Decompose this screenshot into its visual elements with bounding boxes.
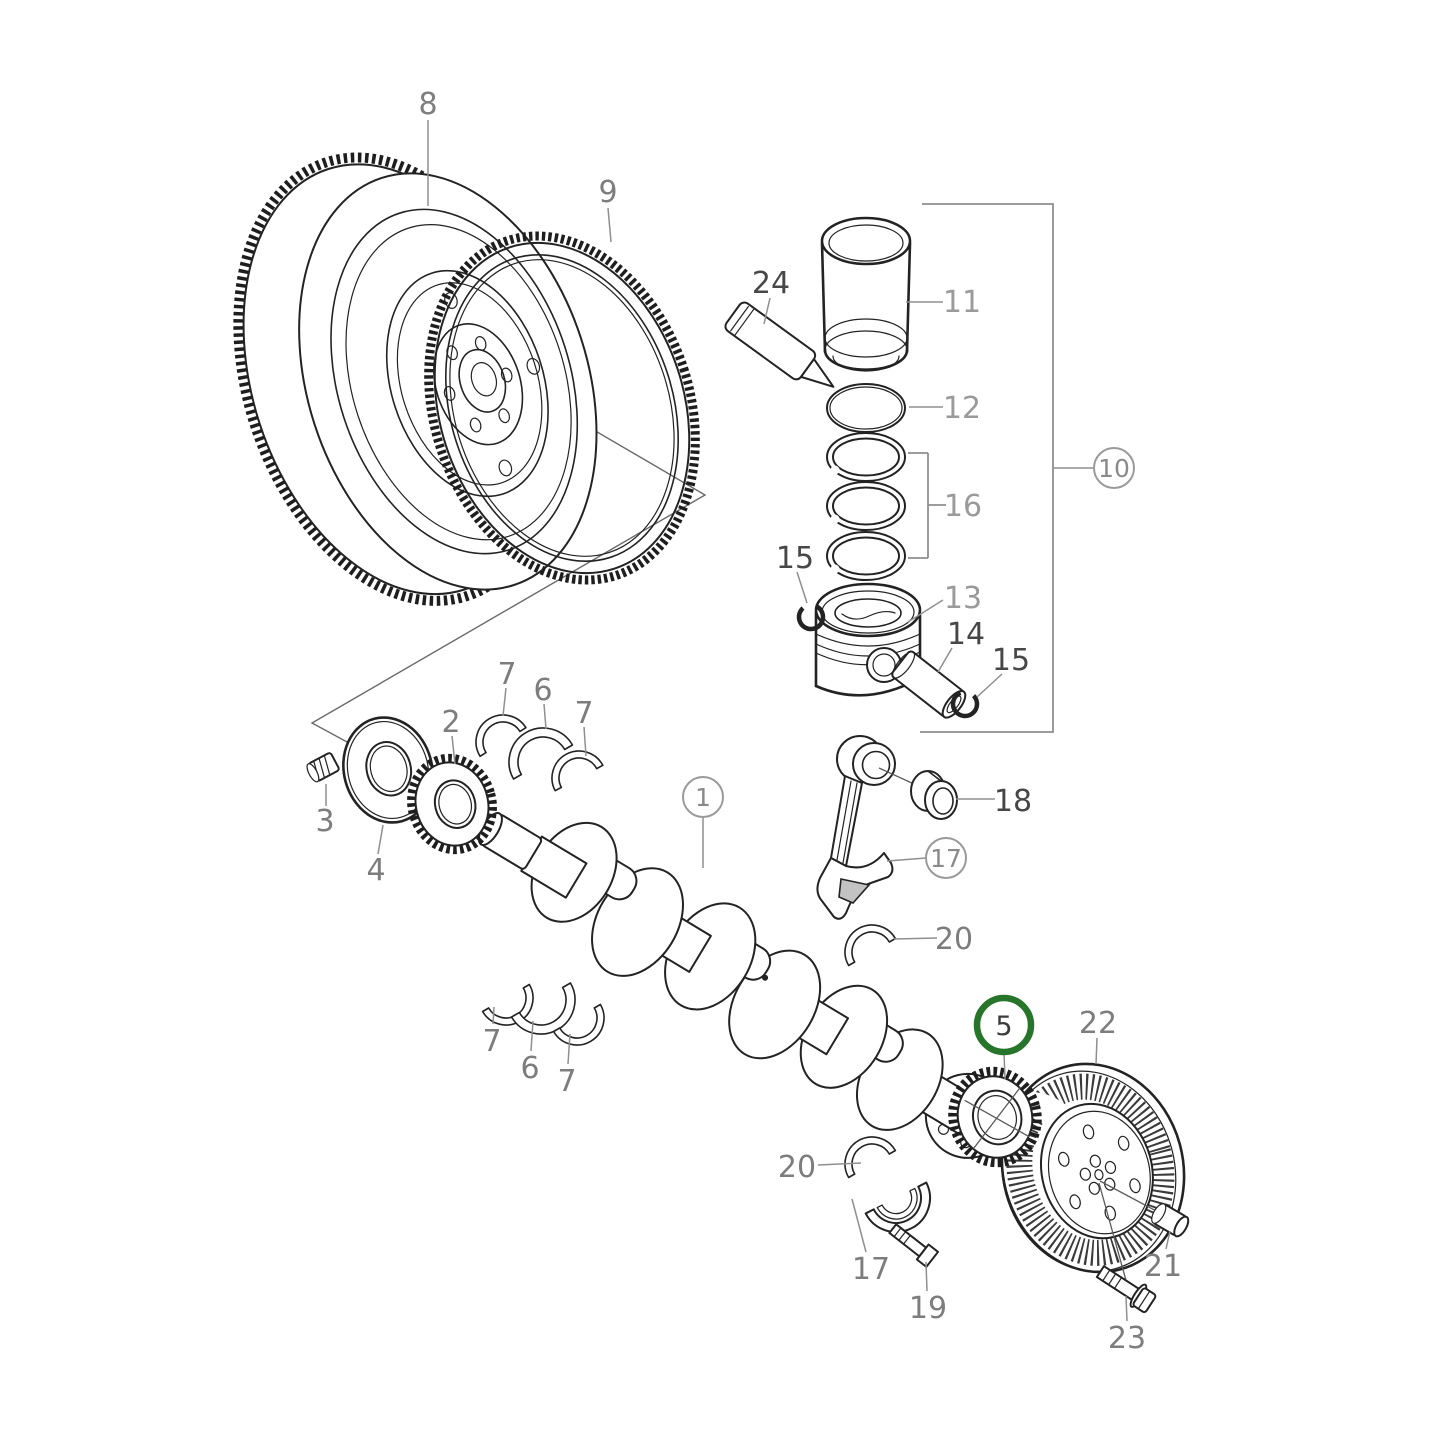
- callout-24: 24: [752, 266, 790, 301]
- damper-hub: [1079, 1154, 1117, 1195]
- leader-small-end-bushing: [878, 767, 915, 785]
- callout-2: 2: [441, 705, 460, 740]
- callout-7a: 7: [497, 657, 516, 692]
- callout-23: 23: [1108, 1321, 1146, 1356]
- callout-7b: 7: [574, 696, 593, 731]
- callout-18: 18: [994, 784, 1032, 819]
- highlighted-callout-5[interactable]: 5: [973, 994, 1035, 1056]
- callout-3: 3: [315, 804, 334, 839]
- piston-ring-2: [826, 481, 906, 531]
- connecting-rod: [816, 735, 896, 920]
- callout-12: 12: [943, 391, 981, 426]
- circled-callout-10: 10: [1093, 447, 1135, 489]
- vibration-damper: [1000, 1062, 1186, 1274]
- callout-labels: 8 9 24 11 12 16 15 13 14 15 18 20 7 6 7 …: [315, 87, 1182, 1356]
- ring-set-bracket: [908, 452, 946, 559]
- sealant-tube: [724, 301, 835, 388]
- circled-callout-1-number: 1: [695, 783, 711, 812]
- callout-15b: 15: [992, 643, 1030, 678]
- callout-13: 13: [944, 581, 982, 616]
- rod-bearing-shell-20-upper: [834, 914, 897, 967]
- leader-hub-to-bolt: [1098, 1182, 1128, 1285]
- callout-9: 9: [598, 175, 617, 210]
- callout-19: 19: [909, 1291, 947, 1326]
- damper-bolt: [1095, 1265, 1157, 1313]
- piston-ring-set: [826, 432, 946, 581]
- circled-callout-17: 17: [925, 837, 967, 879]
- callout-leader-lines: [325, 120, 1171, 1322]
- piston: [814, 582, 922, 697]
- circlip-left: [796, 602, 826, 632]
- callout-7d: 7: [557, 1064, 576, 1099]
- piston-ring-1: [826, 432, 906, 482]
- callout-20a: 20: [935, 922, 973, 957]
- small-end-bushing: [910, 770, 958, 820]
- callout-21: 21: [1144, 1249, 1182, 1284]
- ring-gear: [424, 231, 700, 585]
- callout-14: 14: [947, 617, 985, 652]
- rod-cap-bolt: [888, 1223, 940, 1268]
- circled-callout-17-number: 17: [930, 844, 962, 873]
- callout-20b: 20: [778, 1150, 816, 1185]
- hub-plug: [1151, 1203, 1190, 1238]
- callout-15a: 15: [776, 541, 814, 576]
- highlight-ring[interactable]: [973, 994, 1035, 1056]
- callout-11: 11: [943, 285, 981, 320]
- circled-callout-10-number: 10: [1098, 454, 1130, 483]
- rod-bearing-shell-20-lower: [834, 1126, 897, 1179]
- liner-o-ring: [826, 383, 906, 433]
- group-bracket-10: [920, 203, 1054, 733]
- lock-pin: [306, 752, 340, 783]
- circled-callout-1: 1: [682, 776, 724, 818]
- callout-6b: 6: [520, 1051, 539, 1086]
- crank-gear: [407, 753, 497, 855]
- bearing-shell-7-upper-2: [541, 740, 604, 792]
- callout-16: 16: [944, 489, 982, 524]
- flywheel: [233, 152, 598, 606]
- circlip-right: [950, 689, 980, 719]
- callout-6a: 6: [533, 673, 552, 708]
- leader-hub-to-plug: [1099, 1180, 1161, 1214]
- callout-17b: 17: [852, 1252, 890, 1287]
- callout-22: 22: [1079, 1006, 1117, 1041]
- piston-ring-oil: [826, 531, 906, 581]
- cylinder-liner: [820, 216, 912, 372]
- callout-7c: 7: [482, 1024, 501, 1059]
- front-gear: [948, 1066, 1042, 1168]
- crankshaft: [477, 812, 1014, 1159]
- callout-8: 8: [418, 87, 437, 122]
- highlighted-callout-5-number: 5: [995, 1011, 1012, 1042]
- callout-4: 4: [366, 853, 385, 888]
